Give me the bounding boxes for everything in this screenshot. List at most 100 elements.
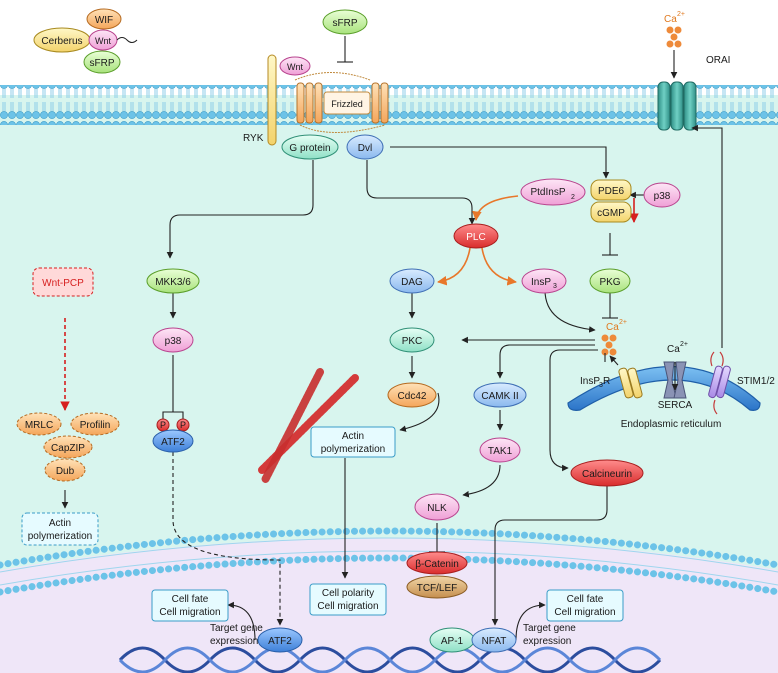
svg-text:Actin: Actin [342, 431, 364, 442]
svg-text:CapZIP: CapZIP [51, 443, 85, 454]
svg-text:ATF2: ATF2 [268, 636, 292, 647]
sfrp-left-node [83, 50, 121, 74]
svg-text:PKG: PKG [599, 277, 620, 288]
svg-text:P: P [180, 420, 186, 430]
dna-helix-icon [118, 646, 662, 673]
atf2-cyto-node [152, 429, 194, 453]
svg-text:RYK: RYK [243, 133, 264, 144]
svg-text:PKC: PKC [402, 336, 423, 347]
svg-text:NFAT: NFAT [482, 636, 507, 647]
cell-polarity-box [309, 583, 387, 616]
svg-text:Cell migration: Cell migration [317, 601, 378, 612]
wif-node [86, 8, 122, 30]
svg-text:MKK3/6: MKK3/6 [155, 277, 191, 288]
svg-text:PtdInsP: PtdInsP [530, 187, 565, 198]
svg-text:Cerberus: Cerberus [41, 36, 82, 47]
svg-text:PLC: PLC [466, 232, 485, 243]
svg-text:polymerization: polymerization [28, 531, 92, 542]
camk-node [473, 382, 527, 408]
svg-text:P: P [160, 420, 166, 430]
svg-text:PDE6: PDE6 [598, 186, 625, 197]
nlk-node [414, 493, 460, 521]
p38-left-node [152, 327, 194, 353]
svg-text:ORAI: ORAI [706, 55, 730, 66]
orai-channel-icon [657, 81, 697, 131]
svg-text:2: 2 [571, 194, 575, 201]
svg-text:NLK: NLK [427, 503, 447, 514]
svg-text:Ca: Ca [606, 322, 619, 333]
svg-text:sFRP: sFRP [333, 18, 358, 29]
calcium-ions-top [666, 26, 682, 48]
svg-text:Cell polarity: Cell polarity [322, 588, 374, 599]
svg-text:Calcineurin: Calcineurin [582, 469, 632, 480]
calcineurin-node [570, 459, 644, 487]
svg-text:Wnt: Wnt [95, 36, 112, 46]
svg-text:Cell fate: Cell fate [567, 594, 604, 605]
dag-node [389, 268, 435, 294]
dub-node [44, 458, 86, 482]
stim-protein-icon [708, 351, 731, 415]
svg-text:DAG: DAG [401, 277, 423, 288]
atf2-translocation-arrow [172, 445, 284, 626]
svg-text:TCF/LEF: TCF/LEF [417, 583, 458, 594]
svg-text:InsP: InsP [531, 277, 551, 288]
svg-text:expression: expression [210, 636, 258, 647]
svg-text:Dvl: Dvl [358, 143, 372, 154]
beta-catenin-node [406, 551, 468, 575]
svg-text:Profilin: Profilin [80, 420, 111, 431]
extracellular-space [0, 0, 778, 95]
pkc-node [389, 327, 435, 353]
svg-text:Target gene: Target gene [523, 623, 576, 634]
svg-text:2+: 2+ [677, 11, 685, 18]
svg-text:2+: 2+ [680, 341, 688, 348]
cgmp-node [590, 201, 632, 223]
svg-text:polymerization: polymerization [321, 444, 385, 455]
svg-text:TAK1: TAK1 [488, 446, 513, 457]
svg-text:Ca: Ca [664, 14, 677, 25]
dvl-node [346, 134, 384, 160]
wnt-tail-icon [116, 37, 138, 43]
cell-fate-left-box [151, 589, 229, 622]
pde6-node [590, 179, 632, 201]
svg-text:Cdc42: Cdc42 [398, 391, 427, 402]
svg-text:cGMP: cGMP [597, 208, 625, 219]
svg-text:Dub: Dub [56, 466, 75, 477]
svg-text:Actin: Actin [49, 518, 71, 529]
svg-text:STIM1/2: STIM1/2 [737, 376, 775, 387]
svg-text:Target gene: Target gene [210, 623, 263, 634]
svg-text:WIF: WIF [95, 15, 113, 26]
pathway-arrows [61, 36, 723, 641]
svg-text:β-Catenin: β-Catenin [415, 559, 459, 570]
svg-text:AP-1: AP-1 [441, 636, 464, 647]
svg-text:Ca: Ca [667, 344, 680, 355]
svg-text:2+: 2+ [619, 319, 627, 326]
wnt-receptor-ligand [279, 56, 311, 76]
g-protein-node [281, 134, 339, 160]
svg-text:Cell fate: Cell fate [172, 594, 209, 605]
svg-text:p38: p38 [165, 336, 182, 347]
tcf-lef-node [406, 575, 468, 599]
svg-text:expression: expression [523, 636, 571, 647]
red-arrows [60, 198, 639, 411]
svg-text:R: R [603, 376, 610, 387]
svg-text:3: 3 [553, 283, 557, 290]
frizzled-receptor-icon [294, 72, 389, 133]
capzip-node [43, 435, 93, 459]
profilin-node [70, 412, 120, 436]
atf2-nuclear-node [257, 627, 303, 653]
insp3-node [521, 268, 567, 294]
cdc42-node [387, 382, 437, 408]
ptdinsp2-node [520, 178, 586, 206]
actin-poly-left-box [21, 512, 99, 546]
plc-node [453, 223, 499, 249]
svg-text:p38: p38 [654, 191, 671, 202]
svg-text:ATF2: ATF2 [161, 437, 185, 448]
nucleus [0, 537, 778, 673]
svg-text:G protein: G protein [289, 143, 330, 154]
orange-arrows [437, 195, 519, 286]
svg-text:MRLC: MRLC [25, 420, 53, 431]
cell-fate-right-box [546, 589, 624, 622]
calcium-ions-mid [601, 334, 617, 356]
mrlc-node [16, 412, 62, 436]
